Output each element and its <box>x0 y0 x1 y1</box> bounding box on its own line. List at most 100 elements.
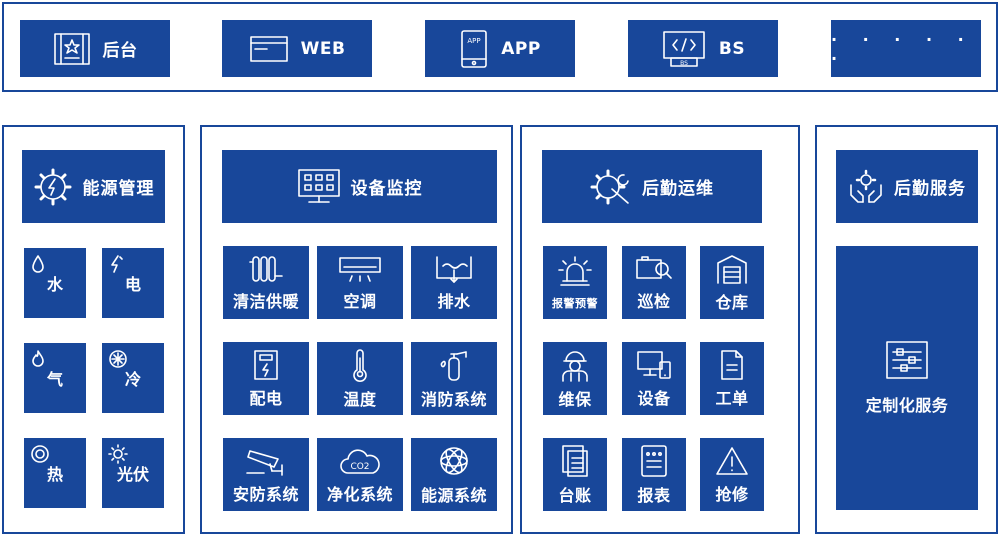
lightning-icon <box>111 255 123 273</box>
platform-label: 后台 <box>102 41 138 61</box>
ops-item-label: 仓库 <box>715 292 749 312</box>
energy-item-label: 热 <box>46 465 63 484</box>
monitor-energy-system[interactable]: 能源系统 <box>411 438 497 511</box>
ops-item-label: 报警预警 <box>552 296 598 310</box>
sun-icon <box>108 444 128 464</box>
worker-helmet-icon <box>562 350 588 382</box>
monitor-item-label: 安防系统 <box>232 484 299 504</box>
ops-ledger[interactable]: 台账 <box>543 438 607 511</box>
monitor-item-label: 净化系统 <box>326 484 393 504</box>
monitor-clean-heating[interactable]: 清洁供暖 <box>223 246 309 319</box>
ops-alarm-warning[interactable]: 报警预警 <box>543 246 607 319</box>
platform-label: APP <box>501 38 541 59</box>
energy-water[interactable]: 水 <box>24 248 86 318</box>
energy-heat[interactable]: 热 <box>24 438 86 508</box>
energy-management-header[interactable]: 能源管理 <box>22 150 165 223</box>
building-star-icon <box>53 32 90 65</box>
flame-icon <box>32 350 44 367</box>
snowflake-icon <box>109 350 127 368</box>
energy-management-title: 能源管理 <box>82 179 155 199</box>
radiator-icon <box>249 255 283 282</box>
drainage-icon <box>436 255 472 283</box>
energy-solar[interactable]: 光伏 <box>102 438 164 508</box>
monitor-item-label: 排水 <box>437 291 471 311</box>
ops-report[interactable]: 报表 <box>622 438 686 511</box>
browser-window-icon <box>249 35 288 62</box>
more-dots: · · · · · · <box>831 29 974 68</box>
alarm-light-icon <box>558 255 592 286</box>
platform-app[interactable]: APP APP <box>425 20 575 77</box>
energy-electric[interactable]: 电 <box>102 248 164 318</box>
logistics-services-title: 后勤服务 <box>894 179 966 199</box>
platform-backend[interactable]: 后台 <box>20 20 170 77</box>
camera-search-icon <box>636 255 672 279</box>
monitor-power-distribution[interactable]: 配电 <box>223 342 309 415</box>
monitor-purification[interactable]: CO2 净化系统 <box>317 438 403 511</box>
monitor-fire-protection[interactable]: 消防系统 <box>411 342 497 415</box>
monitor-security[interactable]: 安防系统 <box>223 438 309 511</box>
monitor-item-label: 能源系统 <box>420 485 487 505</box>
monitor-item-label: 配电 <box>249 388 283 408</box>
energy-gas[interactable]: 气 <box>24 343 86 413</box>
platform-web[interactable]: WEB <box>222 20 372 77</box>
custom-service[interactable]: 定制化服务 <box>836 246 978 510</box>
heat-ring-icon <box>31 445 49 463</box>
platform-label: WEB <box>300 38 346 59</box>
ops-item-label: 台账 <box>558 485 592 505</box>
ops-item-label: 报表 <box>637 485 671 505</box>
equipment-monitoring-header[interactable]: 设备监控 <box>222 150 497 223</box>
logistics-services-header[interactable]: 后勤服务 <box>836 150 978 223</box>
atom-energy-icon <box>440 446 468 475</box>
energy-cooling[interactable]: 冷 <box>102 343 164 413</box>
platform-bs[interactable]: BS BS <box>628 20 778 77</box>
monitor-temperature[interactable]: 温度 <box>317 342 403 415</box>
air-conditioner-icon <box>339 256 381 282</box>
platform-label: BS <box>718 38 746 59</box>
monitor-item-label: 温度 <box>343 389 377 409</box>
ops-item-label: 工单 <box>715 388 749 408</box>
document-icon <box>721 349 743 380</box>
fire-extinguisher-icon <box>440 350 467 381</box>
ops-equipment[interactable]: 设备 <box>622 342 686 415</box>
ops-item-label: 维保 <box>558 389 592 409</box>
equipment-monitoring-title: 设备监控 <box>350 179 423 199</box>
gear-wrench-icon <box>590 169 629 204</box>
ops-maintenance[interactable]: 维保 <box>543 342 607 415</box>
co2-text: CO2 <box>350 462 369 472</box>
custom-service-label: 定制化服务 <box>865 396 949 415</box>
sliders-settings-icon <box>886 341 928 379</box>
gear-lightning-icon <box>34 168 71 205</box>
app-icon-text: APP <box>468 37 481 45</box>
monitor-item-label: 空调 <box>343 291 377 311</box>
energy-item-label: 光伏 <box>116 465 149 484</box>
bs-icon-text: BS <box>680 60 688 67</box>
security-camera-icon <box>246 449 283 476</box>
thermometer-icon <box>353 348 367 382</box>
hands-gear-icon <box>850 169 882 203</box>
monitor-drainage[interactable]: 排水 <box>411 246 497 319</box>
distribution-box-icon <box>254 349 278 380</box>
ops-item-label: 巡检 <box>637 291 671 311</box>
ops-warehouse[interactable]: 仓库 <box>700 246 764 319</box>
platform-more[interactable]: · · · · · · <box>831 20 981 77</box>
monitor-item-label: 消防系统 <box>420 389 487 409</box>
water-drop-icon <box>32 255 44 273</box>
monitor-item-label: 清洁供暖 <box>232 291 299 311</box>
ops-item-label: 抢修 <box>715 484 749 504</box>
code-monitor-icon: BS <box>663 30 705 67</box>
report-icon <box>641 444 667 477</box>
ops-work-order[interactable]: 工单 <box>700 342 764 415</box>
warehouse-icon <box>717 254 747 284</box>
monitor-grid-icon <box>297 168 340 203</box>
ops-emergency-repair[interactable]: 抢修 <box>700 438 764 511</box>
ledger-icon <box>562 444 588 477</box>
devices-icon <box>637 350 671 379</box>
energy-item-label: 冷 <box>124 370 141 389</box>
ops-inspection[interactable]: 巡检 <box>622 246 686 319</box>
co2-cloud-icon: CO2 <box>340 448 380 474</box>
ops-item-label: 设备 <box>637 388 671 408</box>
monitor-air-conditioning[interactable]: 空调 <box>317 246 403 319</box>
logistics-operations-header[interactable]: 后勤运维 <box>542 150 762 223</box>
energy-item-label: 电 <box>124 275 141 294</box>
warning-triangle-icon <box>716 446 748 475</box>
